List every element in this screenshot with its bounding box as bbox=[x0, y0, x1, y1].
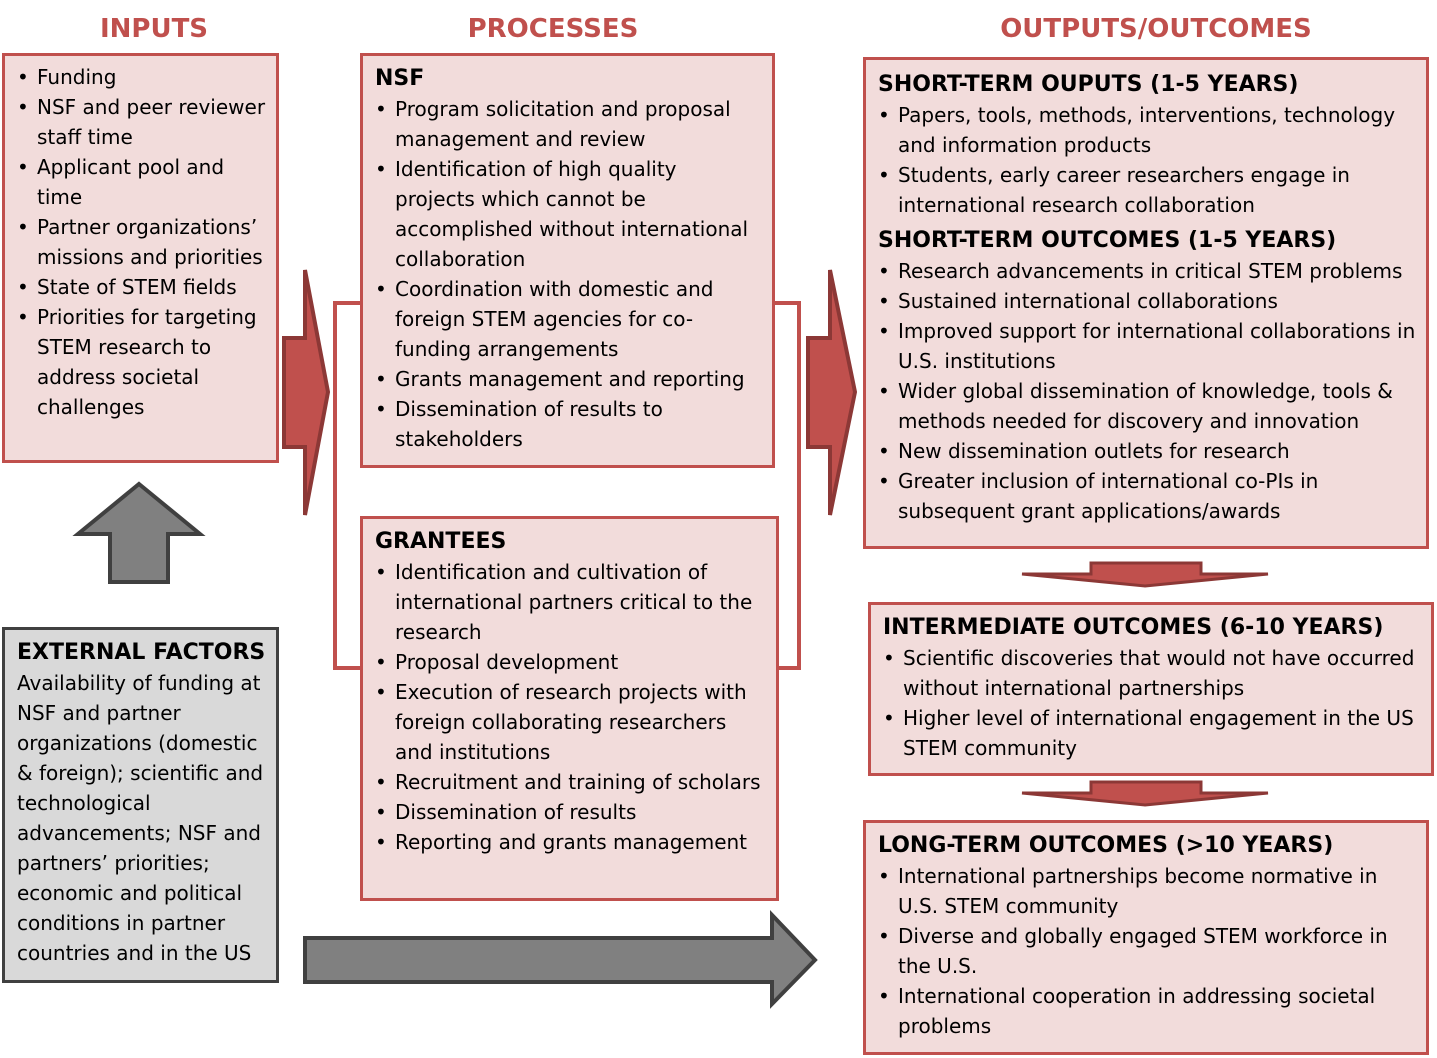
nsf-box: NSF Program solicitation and proposal ma… bbox=[360, 53, 775, 468]
list-item: Funding bbox=[17, 62, 266, 92]
grantees-list: Identification and cultivation of intern… bbox=[375, 557, 766, 857]
list-item: Identification and cultivation of intern… bbox=[375, 557, 766, 647]
nsf-title: NSF bbox=[375, 66, 425, 91]
list-item: Identification of high quality projects … bbox=[375, 154, 762, 274]
processes-bracket-right bbox=[774, 301, 801, 670]
processes-heading: PROCESSES bbox=[467, 14, 639, 44]
external-factors-box: EXTERNAL FACTORS Availability of funding… bbox=[2, 627, 279, 983]
list-item: Execution of research projects with fore… bbox=[375, 677, 766, 767]
list-item: State of STEM fields bbox=[17, 272, 266, 302]
list-item: Dissemination of results to stakeholders bbox=[375, 394, 762, 454]
list-item: Program solicitation and proposal manage… bbox=[375, 94, 762, 154]
grantees-box: GRANTEES Identification and cultivation … bbox=[360, 516, 779, 901]
list-item: Proposal development bbox=[375, 647, 766, 677]
list-item: Wider global dissemination of knowledge,… bbox=[878, 376, 1416, 436]
list-item: Applicant pool and time bbox=[17, 152, 266, 212]
external-factors-title: EXTERNAL FACTORS bbox=[17, 640, 266, 665]
list-item: Grants management and reporting bbox=[375, 364, 762, 394]
inputs-heading: INPUTS bbox=[99, 14, 209, 44]
list-item: Recruitment and training of scholars bbox=[375, 767, 766, 797]
arrow-external-right bbox=[303, 910, 818, 1009]
arrow-processes-to-outputs bbox=[806, 269, 858, 516]
arrow-external-up bbox=[72, 481, 206, 584]
list-item: Priorities for targeting STEM research t… bbox=[17, 302, 266, 422]
list-item: International partnerships become normat… bbox=[878, 861, 1416, 921]
list-item: Improved support for international colla… bbox=[878, 316, 1416, 376]
grantees-title: GRANTEES bbox=[375, 529, 507, 554]
short-outputs-list: Papers, tools, methods, interventions, t… bbox=[878, 100, 1416, 220]
arrow-inputs-to-processes bbox=[282, 269, 331, 516]
nsf-list: Program solicitation and proposal manage… bbox=[375, 94, 762, 454]
list-item: Scientific discoveries that would not ha… bbox=[883, 643, 1421, 703]
list-item: New dissemination outlets for research bbox=[878, 436, 1416, 466]
list-item: Reporting and grants management bbox=[375, 827, 766, 857]
short-term-box: SHORT-TERM OUPUTS (1-5 YEARS) Papers, to… bbox=[863, 57, 1429, 549]
external-factors-text: Availability of funding at NSF and partn… bbox=[17, 671, 264, 965]
list-item: Diverse and globally engaged STEM workfo… bbox=[878, 921, 1416, 981]
inputs-box: FundingNSF and peer reviewer staff timeA… bbox=[2, 53, 279, 463]
processes-bracket-left bbox=[333, 301, 362, 670]
long-term-list: International partnerships become normat… bbox=[878, 861, 1416, 1041]
outputs-heading: OUTPUTS/OUTCOMES bbox=[1000, 14, 1312, 44]
list-item: NSF and peer reviewer staff time bbox=[17, 92, 266, 152]
intermediate-box: INTERMEDIATE OUTCOMES (6-10 YEARS) Scien… bbox=[868, 602, 1434, 776]
list-item: Papers, tools, methods, interventions, t… bbox=[878, 100, 1416, 160]
list-item: Greater inclusion of international co-PI… bbox=[878, 466, 1416, 526]
long-term-title: LONG-TERM OUTCOMES (>10 YEARS) bbox=[878, 833, 1334, 858]
short-outcomes-title: SHORT-TERM OUTCOMES (1-5 YEARS) bbox=[878, 228, 1337, 253]
list-item: Partner organizations’ missions and prio… bbox=[17, 212, 266, 272]
short-outputs-title: SHORT-TERM OUPUTS (1-5 YEARS) bbox=[878, 72, 1299, 97]
list-item: Research advancements in critical STEM p… bbox=[878, 256, 1416, 286]
arrow-intermediate-to-long bbox=[1021, 780, 1269, 807]
intermediate-title: INTERMEDIATE OUTCOMES (6-10 YEARS) bbox=[883, 615, 1384, 640]
long-term-box: LONG-TERM OUTCOMES (>10 YEARS) Internati… bbox=[863, 820, 1429, 1055]
list-item: Students, early career researchers engag… bbox=[878, 160, 1416, 220]
list-item: Coordination with domestic and foreign S… bbox=[375, 274, 762, 364]
inputs-list: FundingNSF and peer reviewer staff timeA… bbox=[17, 62, 266, 422]
list-item: Higher level of international engagement… bbox=[883, 703, 1421, 763]
list-item: International cooperation in addressing … bbox=[878, 981, 1416, 1041]
intermediate-list: Scientific discoveries that would not ha… bbox=[883, 643, 1421, 763]
list-item: Sustained international collaborations bbox=[878, 286, 1416, 316]
arrow-short-to-intermediate bbox=[1021, 561, 1269, 588]
list-item: Dissemination of results bbox=[375, 797, 766, 827]
short-outcomes-list: Research advancements in critical STEM p… bbox=[878, 256, 1416, 526]
